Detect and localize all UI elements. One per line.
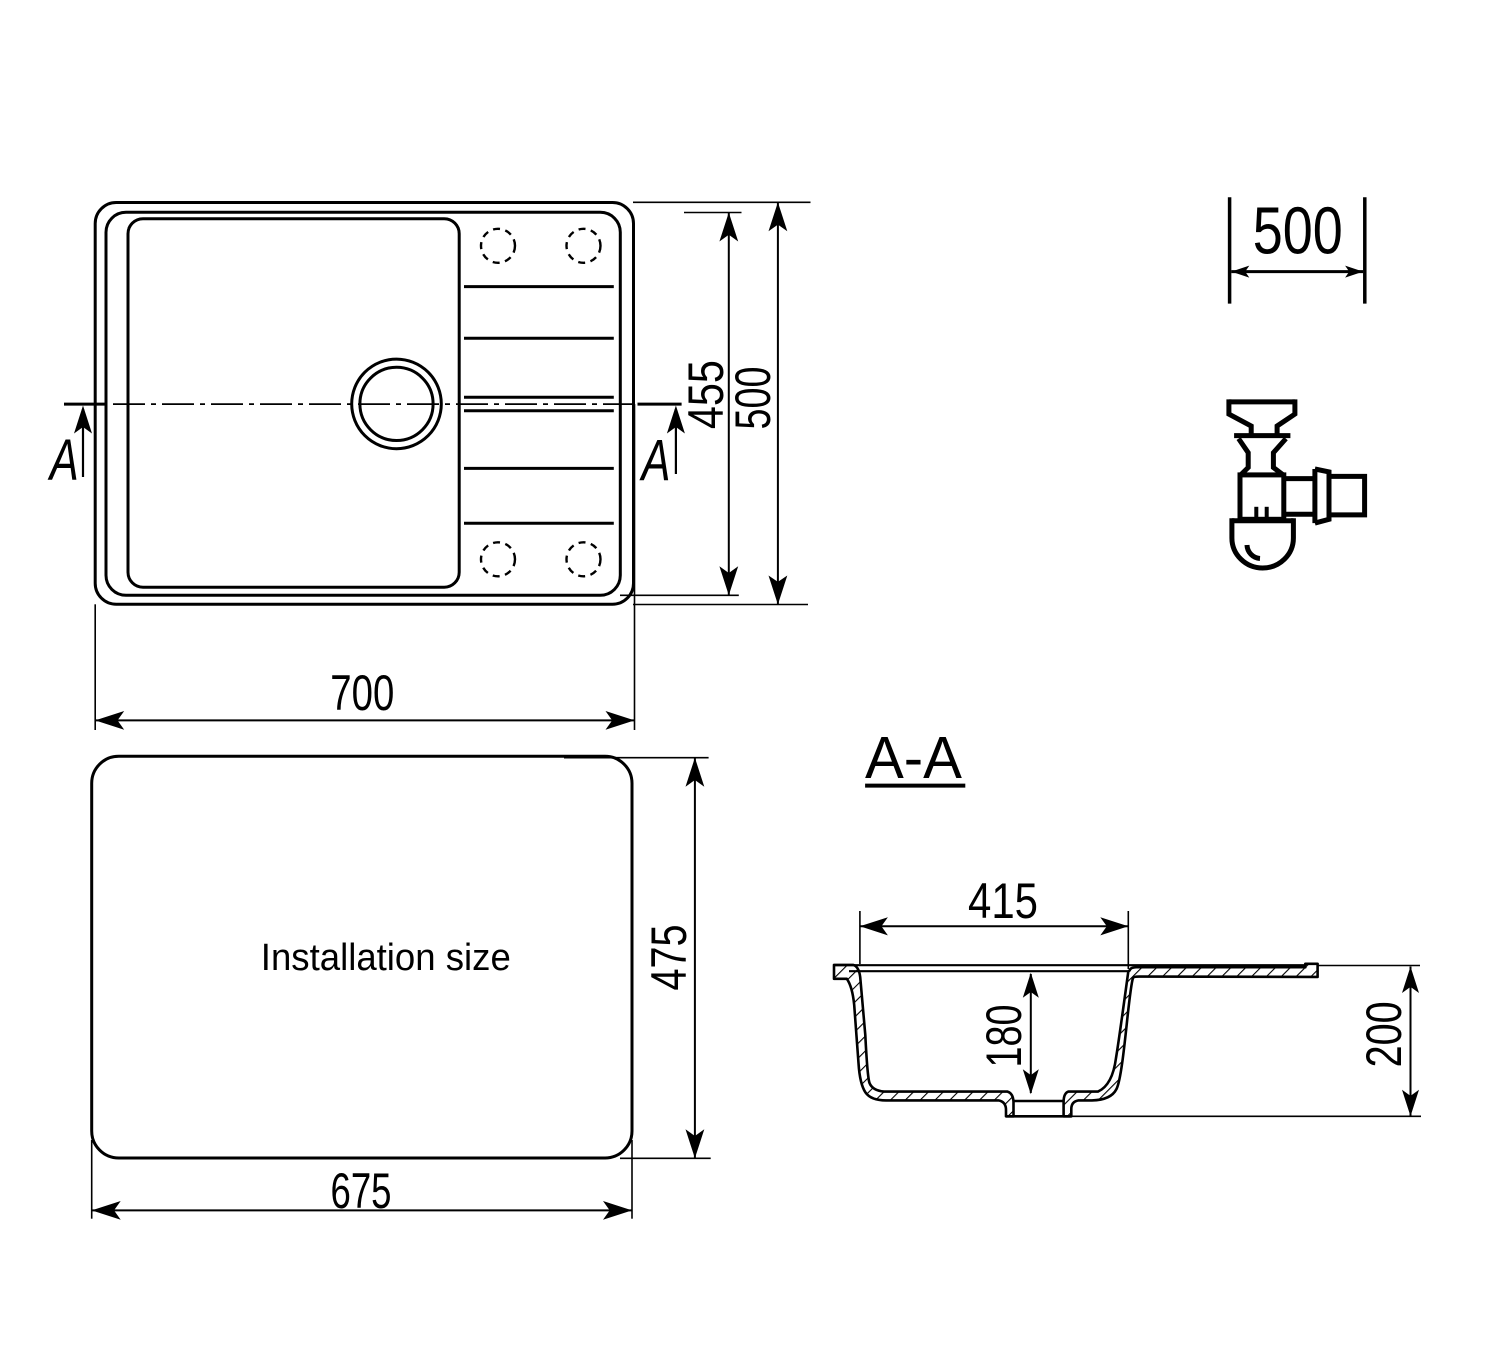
svg-text:Installation size: Installation size <box>261 937 511 979</box>
svg-text:500: 500 <box>1253 193 1343 268</box>
svg-text:415: 415 <box>968 873 1038 929</box>
svg-text:700: 700 <box>330 665 394 721</box>
svg-text:A: A <box>48 428 79 493</box>
svg-text:180: 180 <box>976 1005 1032 1068</box>
svg-text:A-A: A-A <box>865 725 963 791</box>
svg-text:200: 200 <box>1356 1001 1412 1067</box>
svg-text:675: 675 <box>331 1163 392 1219</box>
svg-text:500: 500 <box>725 367 781 430</box>
svg-text:475: 475 <box>641 925 697 991</box>
svg-text:455: 455 <box>678 360 734 429</box>
svg-text:A: A <box>639 429 670 494</box>
